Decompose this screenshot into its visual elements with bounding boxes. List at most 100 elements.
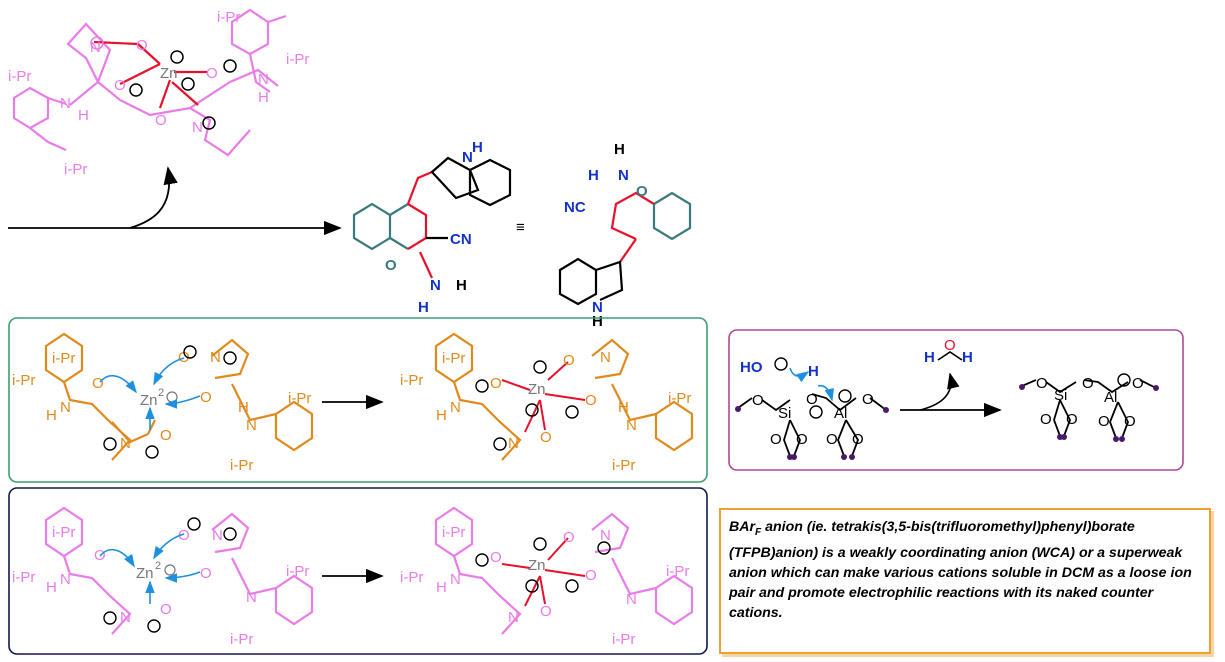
n-label: N	[592, 299, 603, 316]
n-label: N	[60, 399, 71, 416]
electron-arrows-green	[99, 357, 201, 431]
o-label: O	[862, 391, 874, 408]
orange-complex-right	[434, 332, 694, 461]
h-label: H	[924, 349, 935, 366]
h-label: H	[588, 167, 599, 184]
ho-label: HO	[740, 359, 763, 376]
n-label: N	[120, 435, 131, 452]
green-left-labels: i-Pr i-Pr N H O N O Zn 2 O N O N H i-Pr …	[12, 345, 311, 474]
silica-left	[737, 393, 887, 457]
n-label: N	[210, 349, 221, 366]
bar-f-note: BArF anion (ie. tetrakis(3,5-bis(trifluo…	[719, 508, 1211, 654]
o-label: O	[826, 431, 838, 448]
n-label: N	[462, 149, 473, 166]
equivalence-symbol: ≡	[516, 219, 525, 236]
o-label: O	[178, 527, 190, 544]
o-label: O	[752, 392, 764, 409]
top-complex-labels: i-Pr i-Pr i-Pr i-Pr N N N N H H O O O O …	[8, 9, 309, 178]
o-label: O	[206, 65, 218, 82]
silica-right	[1021, 379, 1157, 439]
aryl-ring-left	[12, 86, 50, 130]
o-label: O	[770, 431, 782, 448]
water-molecule: H O H	[924, 337, 973, 366]
o-label: O	[1040, 411, 1052, 428]
o-label: O	[200, 389, 212, 406]
cn-label: CN	[450, 231, 472, 248]
orange-complex-left	[44, 332, 314, 461]
aryl-ring-right	[230, 8, 270, 56]
ipr-label: i-Pr	[230, 457, 253, 474]
navy-left-labels: i-Pr i-Pr N H O N O Zn 2 O N O N i-Pr i-…	[12, 517, 309, 648]
h-label: H	[46, 579, 57, 596]
h-label: H	[808, 363, 819, 380]
o-label: O	[1066, 411, 1078, 428]
product-structure-2	[558, 191, 692, 306]
n-label: N	[60, 571, 71, 588]
ipr-label: i-Pr	[12, 372, 35, 389]
o-label: O	[806, 391, 818, 408]
ipr-label: i-Pr	[64, 161, 87, 178]
electron-arrows-magenta	[789, 367, 834, 402]
ipr-label: i-Pr	[12, 569, 35, 586]
ipr-label: i-Pr	[52, 350, 75, 367]
o-label: O	[1082, 375, 1094, 392]
ipr-label: i-Pr	[442, 350, 465, 367]
h-label: H	[472, 139, 483, 156]
o-label: O	[944, 337, 956, 354]
zn-label: Zn	[140, 392, 158, 409]
water-release-arrow	[919, 372, 960, 411]
h-label: H	[46, 407, 57, 424]
o-label: O	[796, 431, 808, 448]
o-label: O	[160, 427, 172, 444]
o-label: O	[585, 567, 597, 584]
silica-left-labels: HO H O Si O Al O O O O O	[735, 357, 889, 460]
ipr-label: i-Pr	[8, 68, 31, 85]
n-label: N	[430, 277, 441, 294]
n-label: N	[450, 571, 461, 588]
n-label: N	[600, 527, 611, 544]
h-label: H	[78, 107, 89, 124]
electron-arrows-navy	[99, 533, 201, 605]
o-label: O	[385, 257, 397, 274]
silica-right-labels: O Si O Al O O O O O	[1019, 373, 1159, 442]
n-label: N	[192, 119, 203, 136]
ipr-label: i-Pr	[400, 372, 423, 389]
n-label: N	[600, 349, 611, 366]
n-label: N	[626, 591, 637, 608]
o-label: O	[540, 603, 552, 620]
green-right-labels: i-Pr i-Pr N H O N O Zn O N O N H i-Pr i-…	[400, 349, 691, 474]
zn-label: Zn	[136, 565, 154, 582]
green-right-bonds	[501, 361, 586, 433]
h-label: H	[258, 89, 269, 106]
product-structure-1	[352, 156, 512, 279]
pink-complex-left	[44, 506, 314, 635]
o-label: O	[1124, 413, 1136, 430]
h-label: H	[618, 399, 629, 416]
ipr-label: i-Pr	[230, 631, 253, 648]
magenta-panel-frame	[728, 329, 1184, 471]
ipr-label: i-Pr	[612, 631, 635, 648]
o-label: O	[114, 77, 126, 94]
n-label: N	[60, 95, 71, 112]
green-panel-frame	[8, 317, 708, 483]
n-label: N	[626, 417, 637, 434]
o-label: O	[563, 529, 575, 546]
o-label: O	[585, 392, 597, 409]
h-label: H	[456, 277, 467, 294]
o-label: O	[1098, 413, 1110, 430]
al-label: Al	[834, 405, 847, 422]
n-label: N	[246, 589, 257, 606]
zn-label: Zn	[160, 65, 178, 82]
o-label: O	[540, 429, 552, 446]
o-label: O	[155, 112, 167, 129]
ipr-label: i-Pr	[400, 569, 423, 586]
ipr-label: i-Pr	[52, 524, 75, 541]
navy-panel-frame	[8, 487, 708, 655]
nc-label: NC	[564, 199, 586, 216]
ipr-label: i-Pr	[217, 9, 240, 26]
ipr-label: i-Pr	[286, 563, 309, 580]
ipr-label: i-Pr	[286, 51, 309, 68]
navy-right-bonds	[501, 537, 586, 607]
o-label: O	[490, 375, 502, 392]
